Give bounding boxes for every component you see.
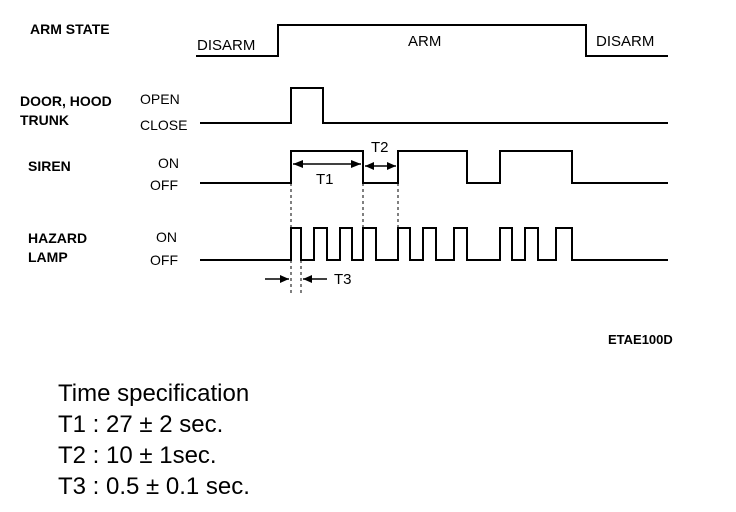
spec-title: Time specification (58, 380, 250, 407)
waveform-door (200, 87, 668, 124)
label-siren-on: ON (158, 155, 179, 171)
t1-label: T1 (316, 171, 334, 188)
t2-label: T2 (371, 139, 389, 156)
t3-label: T3 (334, 271, 352, 288)
t1-dimension (293, 160, 361, 168)
t2-dimension (365, 162, 396, 170)
label-siren: SIREN (28, 158, 71, 174)
label-trunk: TRUNK (20, 112, 69, 128)
waveform-hazard (200, 227, 668, 261)
label-arm: ARM (408, 33, 441, 50)
label-arm-state: ARM STATE (30, 21, 110, 37)
label-open: OPEN (140, 91, 180, 107)
waveform-siren (200, 150, 668, 184)
label-hazard-off: OFF (150, 252, 178, 268)
label-disarm-right: DISARM (596, 33, 654, 50)
t3-dimension (265, 275, 327, 283)
label-disarm-left: DISARM (197, 37, 255, 54)
label-lamp: LAMP (28, 249, 68, 265)
spec-t3: T3 : 0.5 ± 0.1 sec. (58, 473, 250, 500)
reference-lines (290, 183, 399, 296)
label-door-hood: DOOR, HOOD (20, 93, 112, 109)
label-hazard: HAZARD (28, 230, 87, 246)
time-specification: Time specification T1 : 27 ± 2 sec. T2 :… (58, 378, 250, 502)
spec-t1: T1 : 27 ± 2 sec. (58, 411, 224, 438)
figure-code: ETAE100D (608, 332, 673, 347)
label-close: CLOSE (140, 117, 187, 133)
waveform-arm-state (196, 24, 668, 57)
label-hazard-on: ON (156, 229, 177, 245)
spec-t2: T2 : 10 ± 1sec. (58, 442, 217, 469)
label-siren-off: OFF (150, 177, 178, 193)
